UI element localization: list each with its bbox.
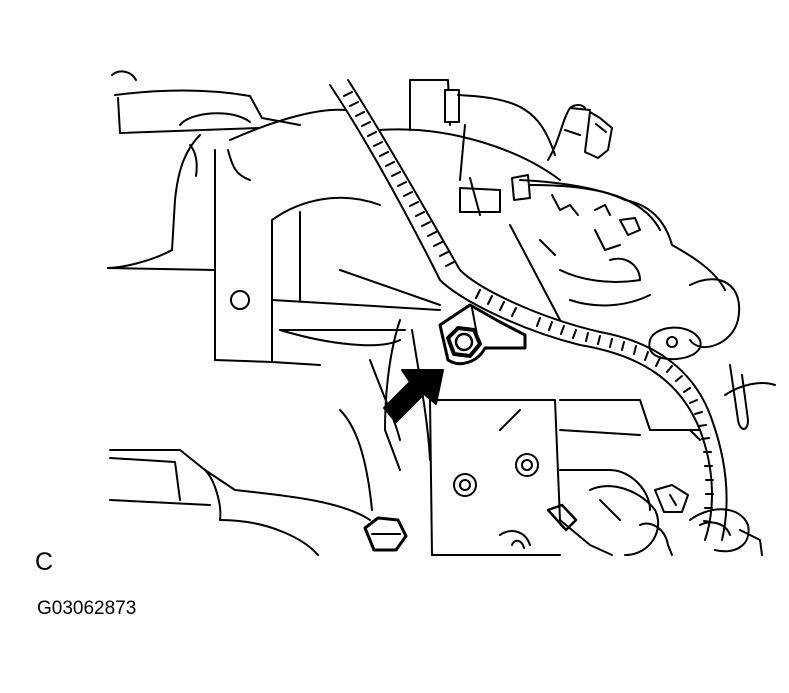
middle-shelf — [107, 211, 441, 366]
alternator-assembly — [379, 79, 726, 321]
engine-block — [369, 319, 561, 556]
left-bracket — [214, 108, 381, 363]
wire-connector — [547, 104, 613, 161]
hex-nut-icon — [446, 326, 482, 358]
upper-left-housing — [107, 70, 301, 269]
lower-bolt — [363, 516, 408, 552]
wiring-harness — [329, 79, 728, 541]
bold-arrow-icon — [383, 369, 444, 423]
view-letter: C — [35, 548, 54, 576]
lower-right-components — [499, 399, 763, 556]
lower-left-housing — [109, 409, 373, 556]
right-boss — [648, 278, 776, 430]
figure-code: G03062873 — [37, 598, 137, 619]
